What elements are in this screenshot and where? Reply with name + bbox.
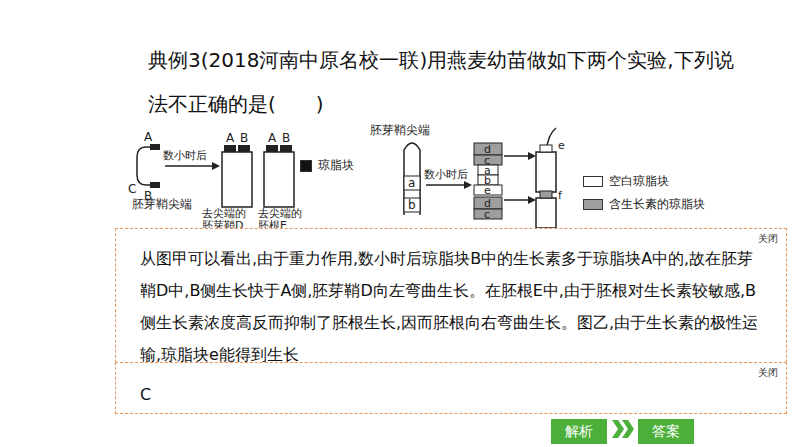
- diagram-label: 胚芽鞘尖端: [132, 198, 192, 211]
- legend-auxin-swatch: [583, 199, 603, 210]
- explanation-panel: 关闭从图甲可以看出,由于重力作用,数小时后琼脂块B中的生长素多于琼脂块A中的,故…: [115, 228, 787, 378]
- answer-text: C: [140, 385, 786, 404]
- diagram-label: e: [558, 140, 565, 152]
- legend-black-swatch: [300, 160, 312, 172]
- analysis-button: 解析: [551, 419, 607, 444]
- diagram-label: c: [484, 209, 490, 221]
- legend-text: 含生长素的琼脂块: [609, 198, 705, 211]
- button-label: 答案: [652, 423, 680, 441]
- coleoptile: [536, 152, 556, 192]
- diagram-label: B: [240, 132, 248, 145]
- nav-chevrons: [612, 420, 634, 438]
- diagram-label: C: [128, 183, 136, 196]
- diagram-label: a: [408, 177, 415, 190]
- diagram-label: A: [144, 131, 152, 144]
- diagram-label: 胚芽鞘尖端: [370, 124, 430, 137]
- legend-blank-swatch: [583, 176, 603, 187]
- arrow-line: [504, 155, 528, 157]
- slide-title: 典例3(2018河南中原名校一联)用燕麦幼苗做如下两个实验,下列说法不正确的是(…: [148, 38, 748, 126]
- arrow-line: [165, 165, 212, 167]
- coleoptile-tip: [137, 147, 160, 185]
- legend-text: 琼脂块: [318, 159, 354, 172]
- diagram-label: A: [226, 132, 234, 145]
- answer-button: 答案: [638, 419, 694, 444]
- answer-panel: 关闭 C: [115, 362, 787, 414]
- close-link: 关闭: [758, 366, 778, 380]
- coleoptile: [536, 198, 556, 228]
- diagram-label: 数小时后: [424, 169, 468, 181]
- diagram-label: b: [408, 199, 416, 212]
- close-link: 关闭: [758, 232, 778, 246]
- diagram-label: A: [268, 132, 276, 145]
- arrow-line: [426, 184, 464, 186]
- diagram-label: e: [484, 185, 491, 197]
- diagram-label: 数小时后: [163, 150, 207, 162]
- diagram-label: B: [282, 132, 290, 145]
- legend-text: 空白琼脂块: [609, 175, 669, 188]
- coleoptile-tip-column: [404, 143, 420, 215]
- diagram-label: f: [558, 190, 562, 202]
- explanation-text: 从图甲可以看出,由于重力作用,数小时后琼脂块B中的生长素多于琼脂块A中的,故在胚…: [140, 243, 768, 371]
- arrow-line: [504, 199, 528, 201]
- button-label: 解析: [565, 423, 593, 441]
- coleoptile-d: [222, 152, 252, 207]
- radicle-e: [264, 152, 294, 207]
